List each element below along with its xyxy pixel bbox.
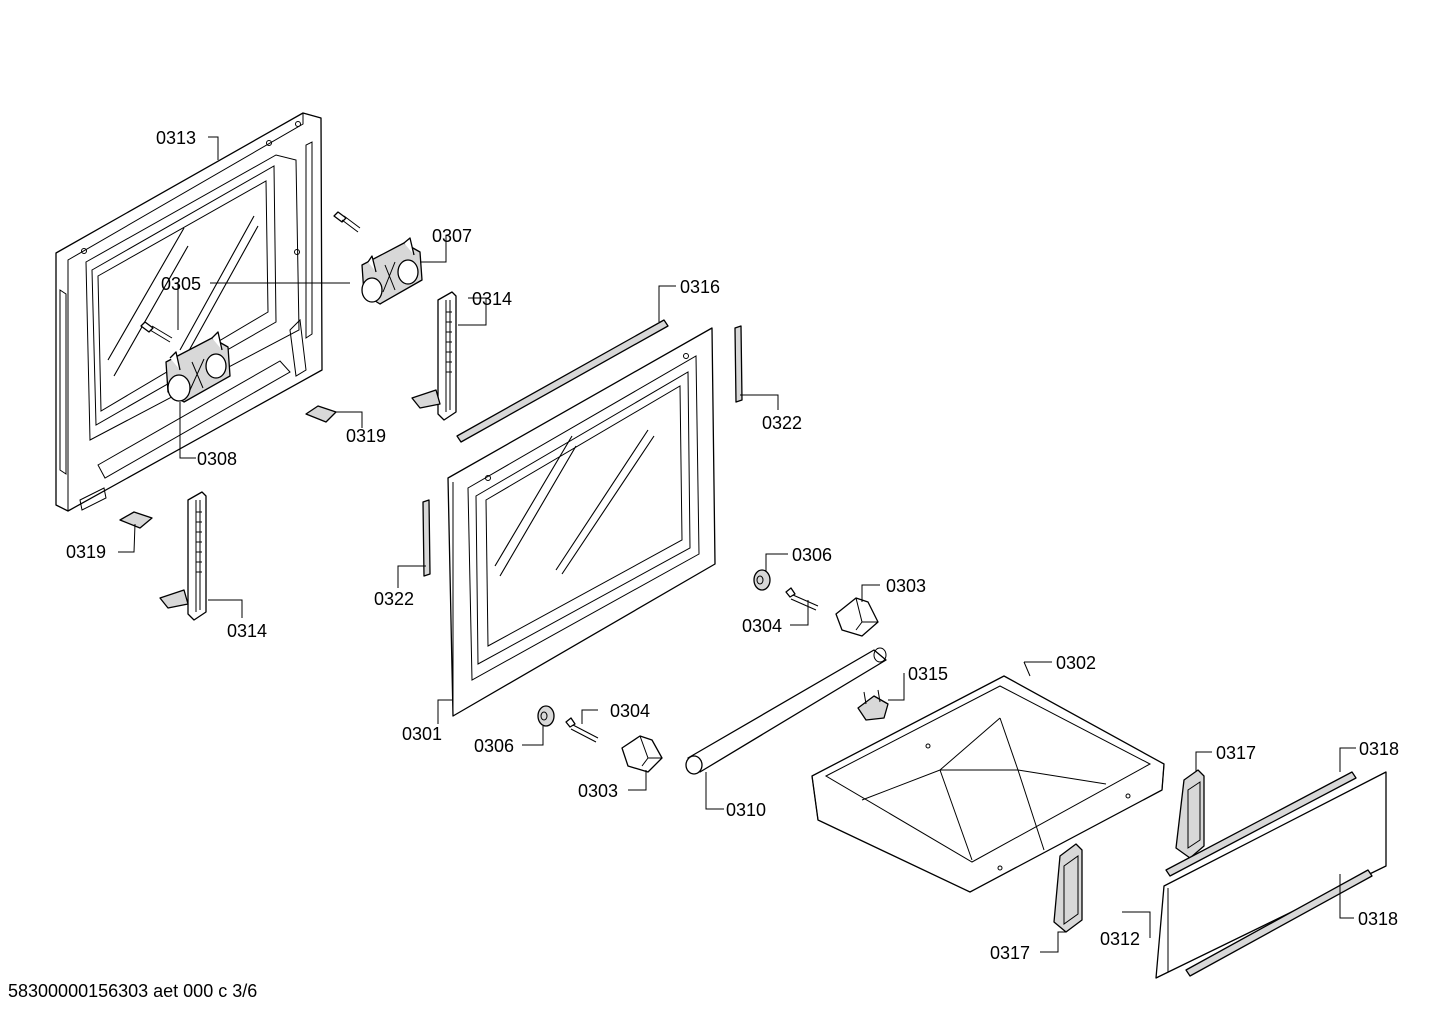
callout-0302: 0302 — [1056, 653, 1096, 673]
callout-0307: 0307 — [432, 226, 472, 246]
callout-0318-lower: 0318 — [1358, 909, 1398, 929]
inner-door-frame — [55, 112, 323, 512]
callout-0301: 0301 — [402, 724, 442, 744]
callout-labels: 0313 0307 0305 0314 0316 0322 0319 0308 … — [66, 128, 1399, 963]
small-parts-upper — [753, 569, 879, 637]
hinge-mount-upper — [361, 237, 423, 305]
callout-0319-upper: 0319 — [346, 426, 386, 446]
callout-0310: 0310 — [726, 800, 766, 820]
seals — [422, 319, 743, 577]
callout-0312: 0312 — [1100, 929, 1140, 949]
callout-0303-lower: 0303 — [578, 781, 618, 801]
front-panel — [1155, 771, 1387, 979]
callout-0319-lower: 0319 — [66, 542, 106, 562]
screws-0305 — [140, 211, 361, 343]
outer-door-panel — [447, 327, 716, 717]
callout-0315: 0315 — [908, 664, 948, 684]
callout-0303-upper: 0303 — [886, 576, 926, 596]
callout-0314-upper: 0314 — [472, 289, 512, 309]
callout-0322-right: 0322 — [762, 413, 802, 433]
callout-0305: 0305 — [161, 274, 201, 294]
callout-0314-lower: 0314 — [227, 621, 267, 641]
hinge-mount-lower — [165, 331, 231, 403]
callout-0322-left: 0322 — [374, 589, 414, 609]
callout-0306-upper: 0306 — [792, 545, 832, 565]
leader-lines — [118, 136, 1356, 953]
callout-0304-lower: 0304 — [610, 701, 650, 721]
callout-0313: 0313 — [156, 128, 196, 148]
bracket-0315 — [857, 689, 889, 721]
callout-0318-upper: 0318 — [1359, 739, 1399, 759]
callout-0306-lower: 0306 — [474, 736, 514, 756]
hinge-upper — [411, 291, 457, 421]
callout-0316: 0316 — [680, 277, 720, 297]
callout-0308: 0308 — [197, 449, 237, 469]
drawer-hinges — [1053, 769, 1205, 933]
hinge-lower — [159, 491, 207, 621]
callout-0317-upper: 0317 — [1216, 743, 1256, 763]
drawer-tray — [811, 675, 1165, 893]
handle-bar — [685, 647, 887, 775]
small-parts-lower — [537, 705, 663, 773]
callout-0317-lower: 0317 — [990, 943, 1030, 963]
drawing-code: 58300000156303 aet 000 c 3/6 — [8, 981, 258, 1001]
clips-0319 — [119, 405, 337, 529]
callout-0304-upper: 0304 — [742, 616, 782, 636]
